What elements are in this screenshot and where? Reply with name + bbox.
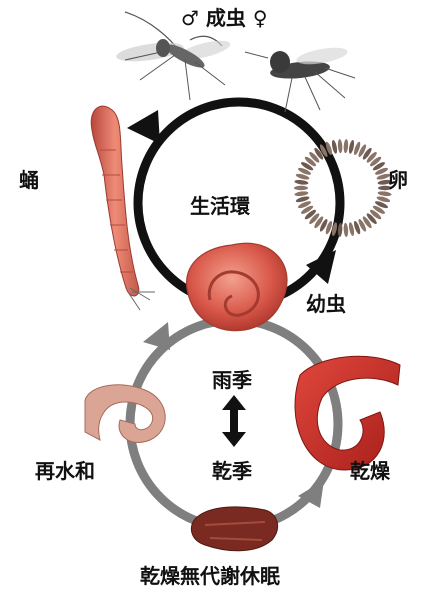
egg [314,216,324,229]
egg [294,185,308,191]
egg [309,151,320,163]
egg [295,196,310,203]
egg [298,201,311,209]
pupa-icon [90,105,155,311]
egg [366,213,377,225]
egg [362,216,372,229]
egg [343,222,349,237]
egg [304,156,317,167]
egg [358,219,367,232]
egg [331,140,338,154]
egg [301,205,314,214]
egg [353,141,361,156]
egg [362,147,372,160]
egg [343,139,349,154]
egg [369,156,382,167]
adult-mosquito-female-icon [244,47,356,113]
rehydration-label: 再水和 [35,459,95,483]
dry-season-label: 乾季 [212,459,252,483]
egg [337,139,343,154]
egg [348,222,355,236]
egg [372,205,385,214]
egg [298,167,311,175]
egg [348,140,355,154]
larva-label: 幼虫 [306,292,346,316]
seasonal-arrow-upper-left-icon [143,322,170,350]
life-arrow-right-icon [306,250,336,284]
adult-mosquito-male-icon [116,11,231,101]
larva-dried-icon [190,506,279,552]
egg [358,144,367,157]
egg [376,173,391,180]
egg [295,173,310,180]
egg [337,222,343,237]
egg [375,201,388,209]
pupa-label: 蛹 [19,168,39,192]
egg-ring-icon [294,139,392,237]
egg [377,191,392,197]
desiccation-label: 乾燥 [350,459,390,483]
egg [319,144,328,157]
egg [309,213,320,225]
seasonal-arrow-lower-right-icon [298,480,324,508]
egg [331,222,338,236]
egg [319,219,328,232]
rainy-season-label: 雨季 [212,368,252,392]
egg [372,162,385,171]
life-arrow-left-icon [127,110,160,144]
egg [301,162,314,171]
egg [377,179,392,185]
egg [366,151,377,163]
egg [325,141,333,156]
double-arrow-icon [222,395,246,447]
egg [325,220,333,235]
egg [375,167,388,175]
larva-coiled-icon [186,242,288,332]
anhydrobiosis-label: 乾燥無代謝休眠 [140,564,280,588]
egg [314,147,324,160]
life-cycle-label: 生活環 [190,194,250,218]
egg [369,209,382,220]
adult-label: ♂ 成虫 ♀ [181,6,268,30]
larva-desiccating-icon [294,355,401,471]
egg-label: 卵 [388,168,408,192]
larva-rehydrated-icon [84,384,166,443]
egg [294,191,309,197]
egg [353,220,361,235]
egg [376,196,391,203]
egg [378,185,392,191]
egg [304,209,317,220]
egg [294,179,309,185]
